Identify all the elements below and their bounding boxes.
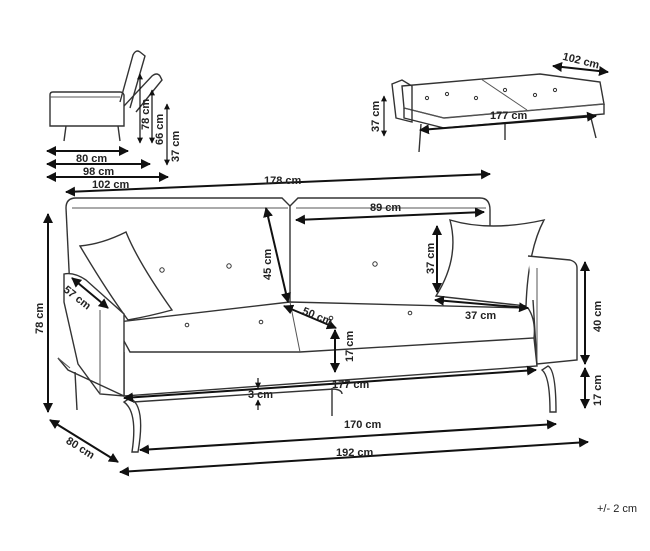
gap-label: 3 cm	[248, 389, 273, 401]
total-height-label: 78 cm	[34, 303, 46, 334]
top-width-label: 178 cm	[264, 175, 302, 187]
seat-thickness-label: 17 cm	[344, 331, 356, 362]
side-back-height-label: 78 cm	[140, 99, 152, 130]
bed-height-label: 37 cm	[370, 101, 382, 132]
tolerance-note: +/- 2 cm	[597, 503, 637, 515]
arm-height-label: 40 cm	[592, 301, 604, 332]
inner-width-label: 177 cm	[332, 379, 370, 391]
side-view: 78 cm 66 cm 37 cm 80 cm 98 cm 102 cm	[46, 50, 182, 191]
pillow-width-label: 37 cm	[465, 310, 496, 322]
side-back-reclined-label: 66 cm	[154, 114, 166, 145]
back-height-label: 45 cm	[262, 249, 274, 280]
leg-height-label: 17 cm	[592, 375, 604, 406]
main-sofa-view	[57, 197, 578, 453]
pillow-height-label: 37 cm	[425, 243, 437, 274]
leg-span-label: 170 cm	[344, 419, 382, 431]
side-seat-height-label: 37 cm	[170, 131, 182, 162]
back-width-label: 89 cm	[370, 202, 401, 214]
total-width-label: 192 cm	[336, 447, 374, 459]
bed-length-label: 177 cm	[490, 110, 528, 122]
bed-view: 102 cm 37 cm 177 cm	[370, 51, 609, 153]
